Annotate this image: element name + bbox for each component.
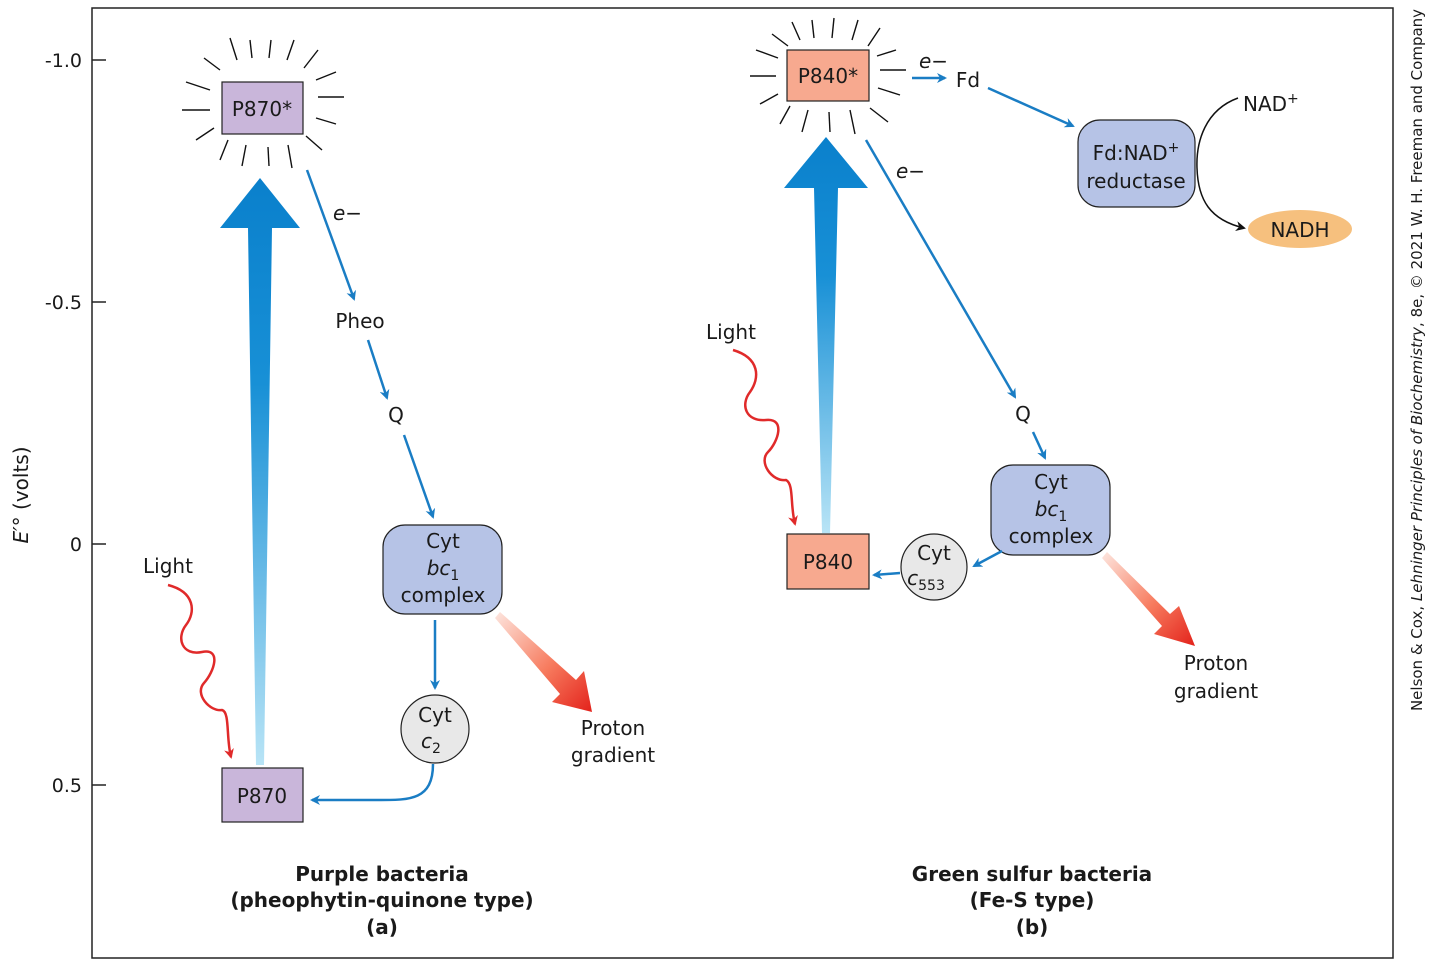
cyt-c2-line2: c2	[421, 729, 441, 757]
p870-star-label: P870*	[232, 97, 292, 121]
credit-line: Nelson & Cox, Lehninger Principles of Bi…	[1408, 9, 1426, 711]
cyt-bc1-line1-b: Cyt	[1034, 470, 1068, 494]
caption-b-line3: (b)	[1016, 915, 1049, 939]
panel-b: P840* P840 e− Fd Fd:NAD+ reductase NAD+ …	[706, 17, 1352, 939]
proton-label-line2-b: gradient	[1174, 679, 1258, 703]
nad-plus-label: NAD+	[1243, 91, 1299, 116]
nadh-oval	[1248, 210, 1352, 248]
cyt-bc1-line3-b: complex	[1009, 524, 1094, 548]
cyt-c2-line1: Cyt	[418, 703, 452, 727]
q-label-a: Q	[388, 403, 404, 427]
proton-label-line1-a: Proton	[581, 716, 645, 740]
electron-label-q: e−	[896, 159, 925, 183]
p840-box	[786, 533, 870, 590]
y-tick-label-0: 0	[70, 534, 82, 556]
q-label-b: Q	[1015, 402, 1031, 426]
excitation-arrow-a	[220, 178, 300, 765]
reductase-line2: reductase	[1086, 169, 1185, 193]
caption-a-line1: Purple bacteria	[295, 862, 468, 886]
cyt-c2-circle	[400, 694, 470, 764]
pheo-label: Pheo	[335, 309, 384, 333]
diagram-frame	[91, 7, 1394, 959]
p870-box	[221, 767, 304, 823]
y-tick-label-neg1: -1.0	[45, 50, 82, 72]
light-label-b: Light	[706, 320, 756, 344]
p870-star-box	[221, 81, 304, 135]
y-axis: -1.0 -0.5 0 0.5 E′° (volts)	[9, 50, 106, 797]
cyt-c553-circle	[900, 533, 968, 601]
proton-label-line1-b: Proton	[1184, 651, 1248, 675]
arrow-nad-to-nadh	[1196, 97, 1246, 232]
cyt-c553-line2: c553	[907, 566, 945, 594]
fd-label: Fd	[956, 68, 980, 92]
arrow-p840star-q	[864, 139, 1017, 399]
caption-a-line2: (pheophytin-quinone type)	[230, 888, 533, 912]
light-label-a: Light	[143, 554, 193, 578]
caption-b-line2: (Fe-S type)	[970, 888, 1095, 912]
electron-label-a: e−	[333, 201, 362, 225]
p840-star-label: P840*	[798, 64, 858, 88]
cyt-bc1-complex-b	[990, 464, 1111, 556]
y-tick-label-05: 0.5	[52, 775, 82, 797]
arrow-cytc553-p840	[872, 569, 901, 580]
arrow-q-cytbc1-b	[1031, 431, 1047, 460]
cyt-bc1-complex-a	[382, 524, 503, 615]
proton-arrow-b	[1102, 552, 1195, 646]
cyt-bc1-line2-a: bc1	[427, 556, 460, 584]
panel-a: P870* P870 e− Pheo Q Cyt bc1 complex Cyt…	[143, 37, 655, 939]
starburst-b	[750, 17, 906, 135]
fd-nad-reductase-box	[1077, 119, 1196, 208]
y-tick-label-neg05: -0.5	[45, 292, 82, 314]
light-wave-b	[732, 348, 798, 526]
excitation-arrow-b	[784, 137, 868, 533]
p840-label: P840	[803, 550, 853, 574]
arrow-cytbc1-cytc553	[972, 549, 1003, 568]
arrow-p870star-pheo	[305, 169, 356, 301]
arrow-fd-reductase	[987, 86, 1075, 128]
electron-label-fd: e−	[919, 49, 948, 73]
proton-label-line2-a: gradient	[571, 743, 655, 767]
nadh-label: NADH	[1270, 218, 1329, 242]
arrow-cytc2-p870	[310, 763, 435, 805]
cyt-bc1-line3-a: complex	[401, 583, 486, 607]
p870-label: P870	[237, 784, 287, 808]
caption-b-line1: Green sulfur bacteria	[912, 862, 1152, 886]
cyt-bc1-line1-a: Cyt	[426, 529, 460, 553]
starburst-a	[182, 37, 344, 169]
cyt-c553-line1: Cyt	[917, 541, 951, 565]
y-axis-label: E′° (volts)	[9, 446, 33, 543]
p840-star-box	[786, 49, 870, 102]
proton-arrow-a	[495, 612, 592, 712]
light-wave-a	[167, 583, 234, 759]
arrow-pheo-q	[366, 339, 390, 400]
caption-a-line3: (a)	[366, 915, 398, 939]
reductase-line1: Fd:NAD+	[1093, 140, 1180, 165]
arrow-q-cytbc1-a	[402, 434, 436, 519]
cyt-bc1-line2-b: bc1	[1035, 497, 1068, 525]
